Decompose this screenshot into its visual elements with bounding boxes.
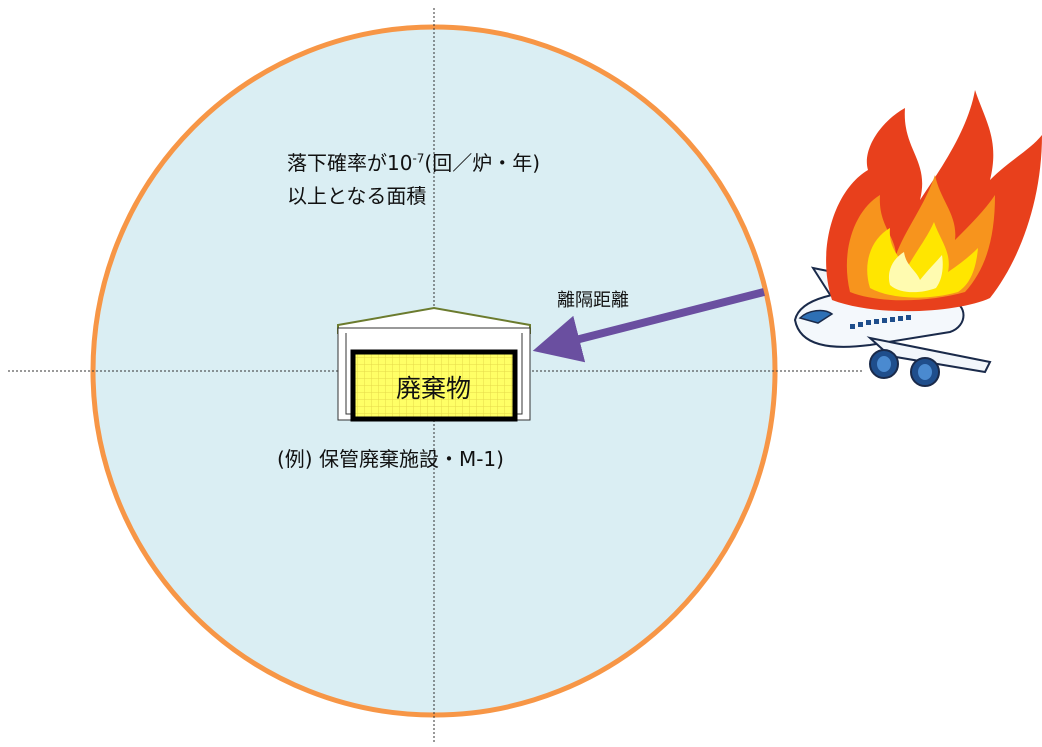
- area-label-prefix: 落下確率が10: [287, 151, 413, 175]
- waste-container: [350, 349, 518, 422]
- area-label-exponent: -7: [412, 151, 425, 166]
- area-label-line2: 以上となる面積: [287, 184, 427, 208]
- area-label-line1: 落下確率が10-7(回／炉・年): [287, 147, 540, 176]
- fire-icon: [826, 90, 1042, 312]
- facility-caption: (例) 保管廃棄施設・M-1): [277, 447, 504, 471]
- area-label-suffix: (回／炉・年): [424, 151, 541, 175]
- waste-label: 廃棄物: [395, 374, 471, 403]
- separation-distance-arrow: [532, 288, 765, 363]
- separation-distance-label: 離隔距離: [557, 290, 629, 311]
